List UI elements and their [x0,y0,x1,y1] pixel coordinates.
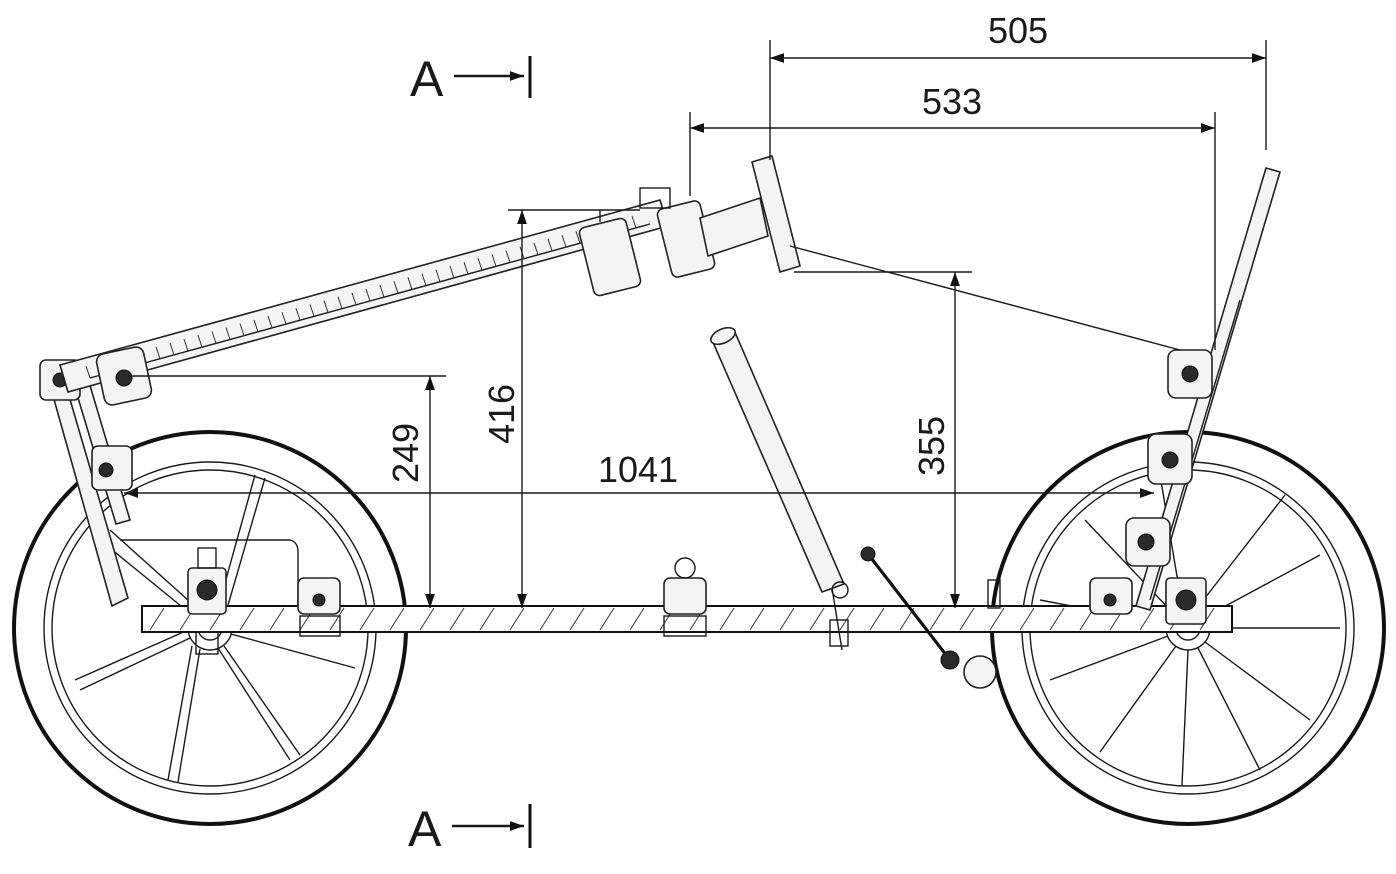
dim-505-label: 505 [988,10,1048,51]
section-label-bottom: A [408,801,442,857]
dim-533-label: 533 [922,81,982,122]
drive-linkage [663,546,1001,689]
section-marker-bottom: A [408,801,532,857]
dim-249-label: 249 [385,423,426,483]
seat-back-rail [59,199,670,406]
headset-stem [578,154,801,297]
steering-tube [709,326,849,651]
section-label-top: A [410,51,444,107]
section-marker-top: A [410,51,532,107]
front-fork [1089,167,1281,625]
dim-355-label: 355 [911,416,952,476]
dim-416-label: 416 [481,384,522,444]
dim-1041-label: 1041 [598,449,678,490]
dimension-lines [124,40,1267,608]
